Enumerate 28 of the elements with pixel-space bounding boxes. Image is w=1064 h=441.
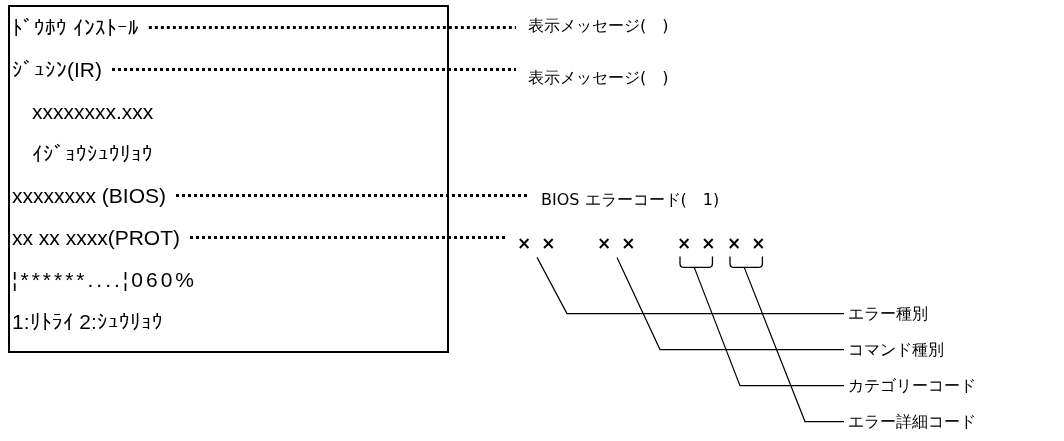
screen-text-line: ｲｼﾞｮｳｼｭｳﾘｮｳ	[32, 141, 153, 167]
leader-line	[190, 236, 505, 240]
callout-label: 表示メッセージ( )	[528, 68, 669, 88]
screen-text-line: ﾄﾞｳﾎｳ ｲﾝｽﾄｰﾙ	[12, 15, 139, 41]
code-digits: × ×	[677, 233, 718, 254]
screen-box	[8, 5, 449, 353]
callout-label: カテゴリーコード	[848, 376, 976, 396]
leader-line	[148, 26, 516, 30]
leader-line	[112, 68, 516, 72]
code-digits: × ×	[727, 233, 768, 254]
leader-line	[616, 256, 845, 351]
code-digits: × ×	[597, 233, 638, 254]
screen-text-line: xxxxxxxx.xxx	[32, 99, 154, 125]
callout-label: BIOS エラーコード( 1)	[541, 190, 720, 210]
callout-label: エラー詳細コード	[848, 412, 976, 432]
screen-text-line: 1:ﾘﾄﾗｲ 2:ｼｭｳﾘｮｳ	[12, 309, 163, 335]
leader-line	[176, 194, 529, 198]
callout-label: 表示メッセージ( )	[528, 16, 669, 36]
callout-label: エラー種別	[848, 304, 928, 324]
screen-text-line: xxxxxxxx (BIOS)	[12, 183, 166, 209]
leader-line	[743, 266, 845, 423]
screen-text-line: ¦******....¦060%	[12, 267, 197, 293]
leader-line	[536, 256, 845, 315]
code-digits: × ×	[517, 233, 558, 254]
screen-text-line: xx xx xxxx(PROT)	[12, 225, 180, 251]
callout-label: コマンド種別	[848, 340, 944, 360]
leader-line	[693, 266, 845, 387]
screen-text-line: ｼﾞｭｼﾝ(IR)	[12, 57, 102, 83]
